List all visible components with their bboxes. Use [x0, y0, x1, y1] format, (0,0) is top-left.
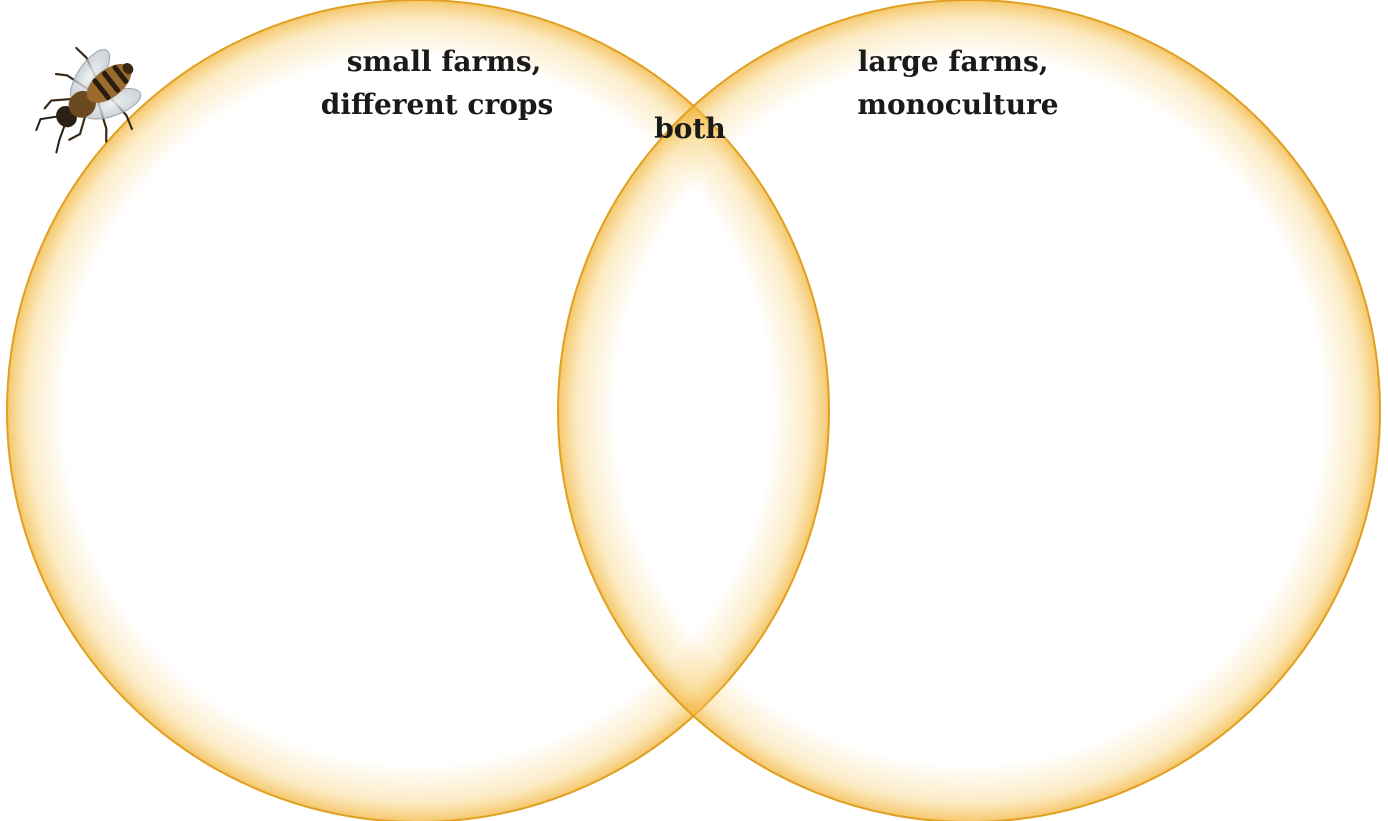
bee-icon [35, 46, 142, 154]
right-label-line1: large farms, [858, 45, 1049, 78]
overlap-label: both [654, 112, 726, 145]
left-label: small farms, different crops [321, 45, 553, 121]
left-label-line2: different crops [321, 88, 553, 121]
right-label-line2: monoculture [857, 88, 1058, 121]
right-label: large farms, monoculture [857, 45, 1058, 121]
right-circle [557, 0, 1381, 821]
left-label-line1: small farms, [347, 45, 542, 78]
